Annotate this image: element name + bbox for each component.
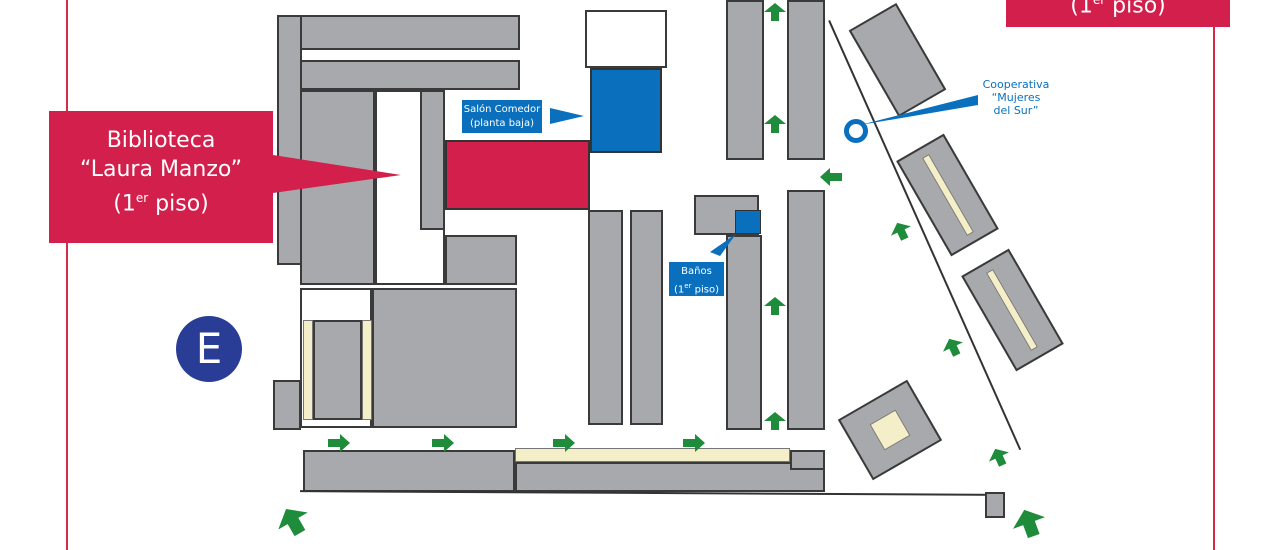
room-block (515, 462, 825, 492)
banos-title: Baños (681, 266, 712, 277)
comedor-title: Salón Comedor (463, 104, 541, 115)
banos-label: Baños (1er piso) (669, 262, 724, 296)
room-block (630, 210, 663, 425)
arrow-right-icon (683, 434, 705, 452)
room-block (303, 450, 515, 492)
corridor (303, 320, 313, 420)
room-block (313, 320, 362, 420)
room-block (588, 210, 623, 425)
entrance-marker: E (176, 316, 242, 382)
arrow-up-icon (891, 222, 911, 241)
biblioteca-title: Biblioteca (106, 128, 216, 153)
top-right-label: (1er piso) (1006, 0, 1230, 27)
room-block (277, 15, 302, 265)
cooperativa-title: Cooperativa (982, 78, 1050, 91)
arrow-up-icon (989, 448, 1009, 467)
comedor-label: Salón Comedor (planta baja) (462, 100, 542, 133)
stage (585, 10, 667, 68)
biblioteca-name: “Laura Manzo” (80, 157, 242, 182)
biblioteca-pointer (273, 155, 401, 193)
arrow-up-icon (1013, 509, 1045, 539)
arrow-left-icon (820, 168, 842, 186)
comedor-floor: (planta baja) (469, 118, 534, 129)
cooperativa-name-2: del Sur” (993, 104, 1039, 117)
room-block (300, 60, 520, 90)
room-block (787, 0, 825, 160)
banos-area (735, 210, 761, 234)
cooperativa-marker-icon (844, 119, 868, 143)
comedor-area (590, 68, 662, 153)
room-block (372, 288, 517, 428)
biblioteca-floor: (1er piso) (113, 191, 209, 217)
room-block (790, 450, 825, 470)
cooperativa-name-1: “Mujeres (991, 91, 1041, 104)
cooperativa-pointer (860, 95, 978, 125)
arrow-up-icon (764, 412, 786, 430)
corridor (362, 320, 372, 420)
room-block (787, 190, 825, 430)
arrow-right-icon (553, 434, 575, 452)
room-block (445, 235, 517, 285)
arrow-right-icon (432, 434, 454, 452)
top-right-floor: (1er piso) (1070, 0, 1166, 19)
wall (299, 490, 1001, 496)
arrow-right-icon (328, 434, 350, 452)
map-frame-left (66, 0, 68, 550)
comedor-pointer (550, 108, 584, 124)
room-block (985, 492, 1005, 518)
arrow-up-icon (764, 3, 786, 21)
room-block (726, 0, 764, 160)
cooperativa-label: Cooperativa “Mujeres del Sur” (970, 78, 1062, 117)
room-block (726, 235, 762, 430)
arrow-up-icon (764, 297, 786, 315)
banos-pointer (710, 234, 736, 256)
arrow-up-icon (943, 338, 963, 357)
room-block (273, 380, 301, 430)
banos-floor: (1er piso) (674, 282, 719, 296)
room-block (300, 15, 520, 50)
arrow-up-icon (278, 508, 308, 537)
room-block (300, 90, 375, 285)
biblioteca-label: Biblioteca “Laura Manzo” (1er piso) (49, 111, 273, 243)
map-frame-right (1213, 20, 1215, 550)
arrow-up-icon (764, 115, 786, 133)
corridor (515, 448, 790, 462)
room-block (420, 90, 445, 230)
biblioteca-area (445, 140, 590, 210)
